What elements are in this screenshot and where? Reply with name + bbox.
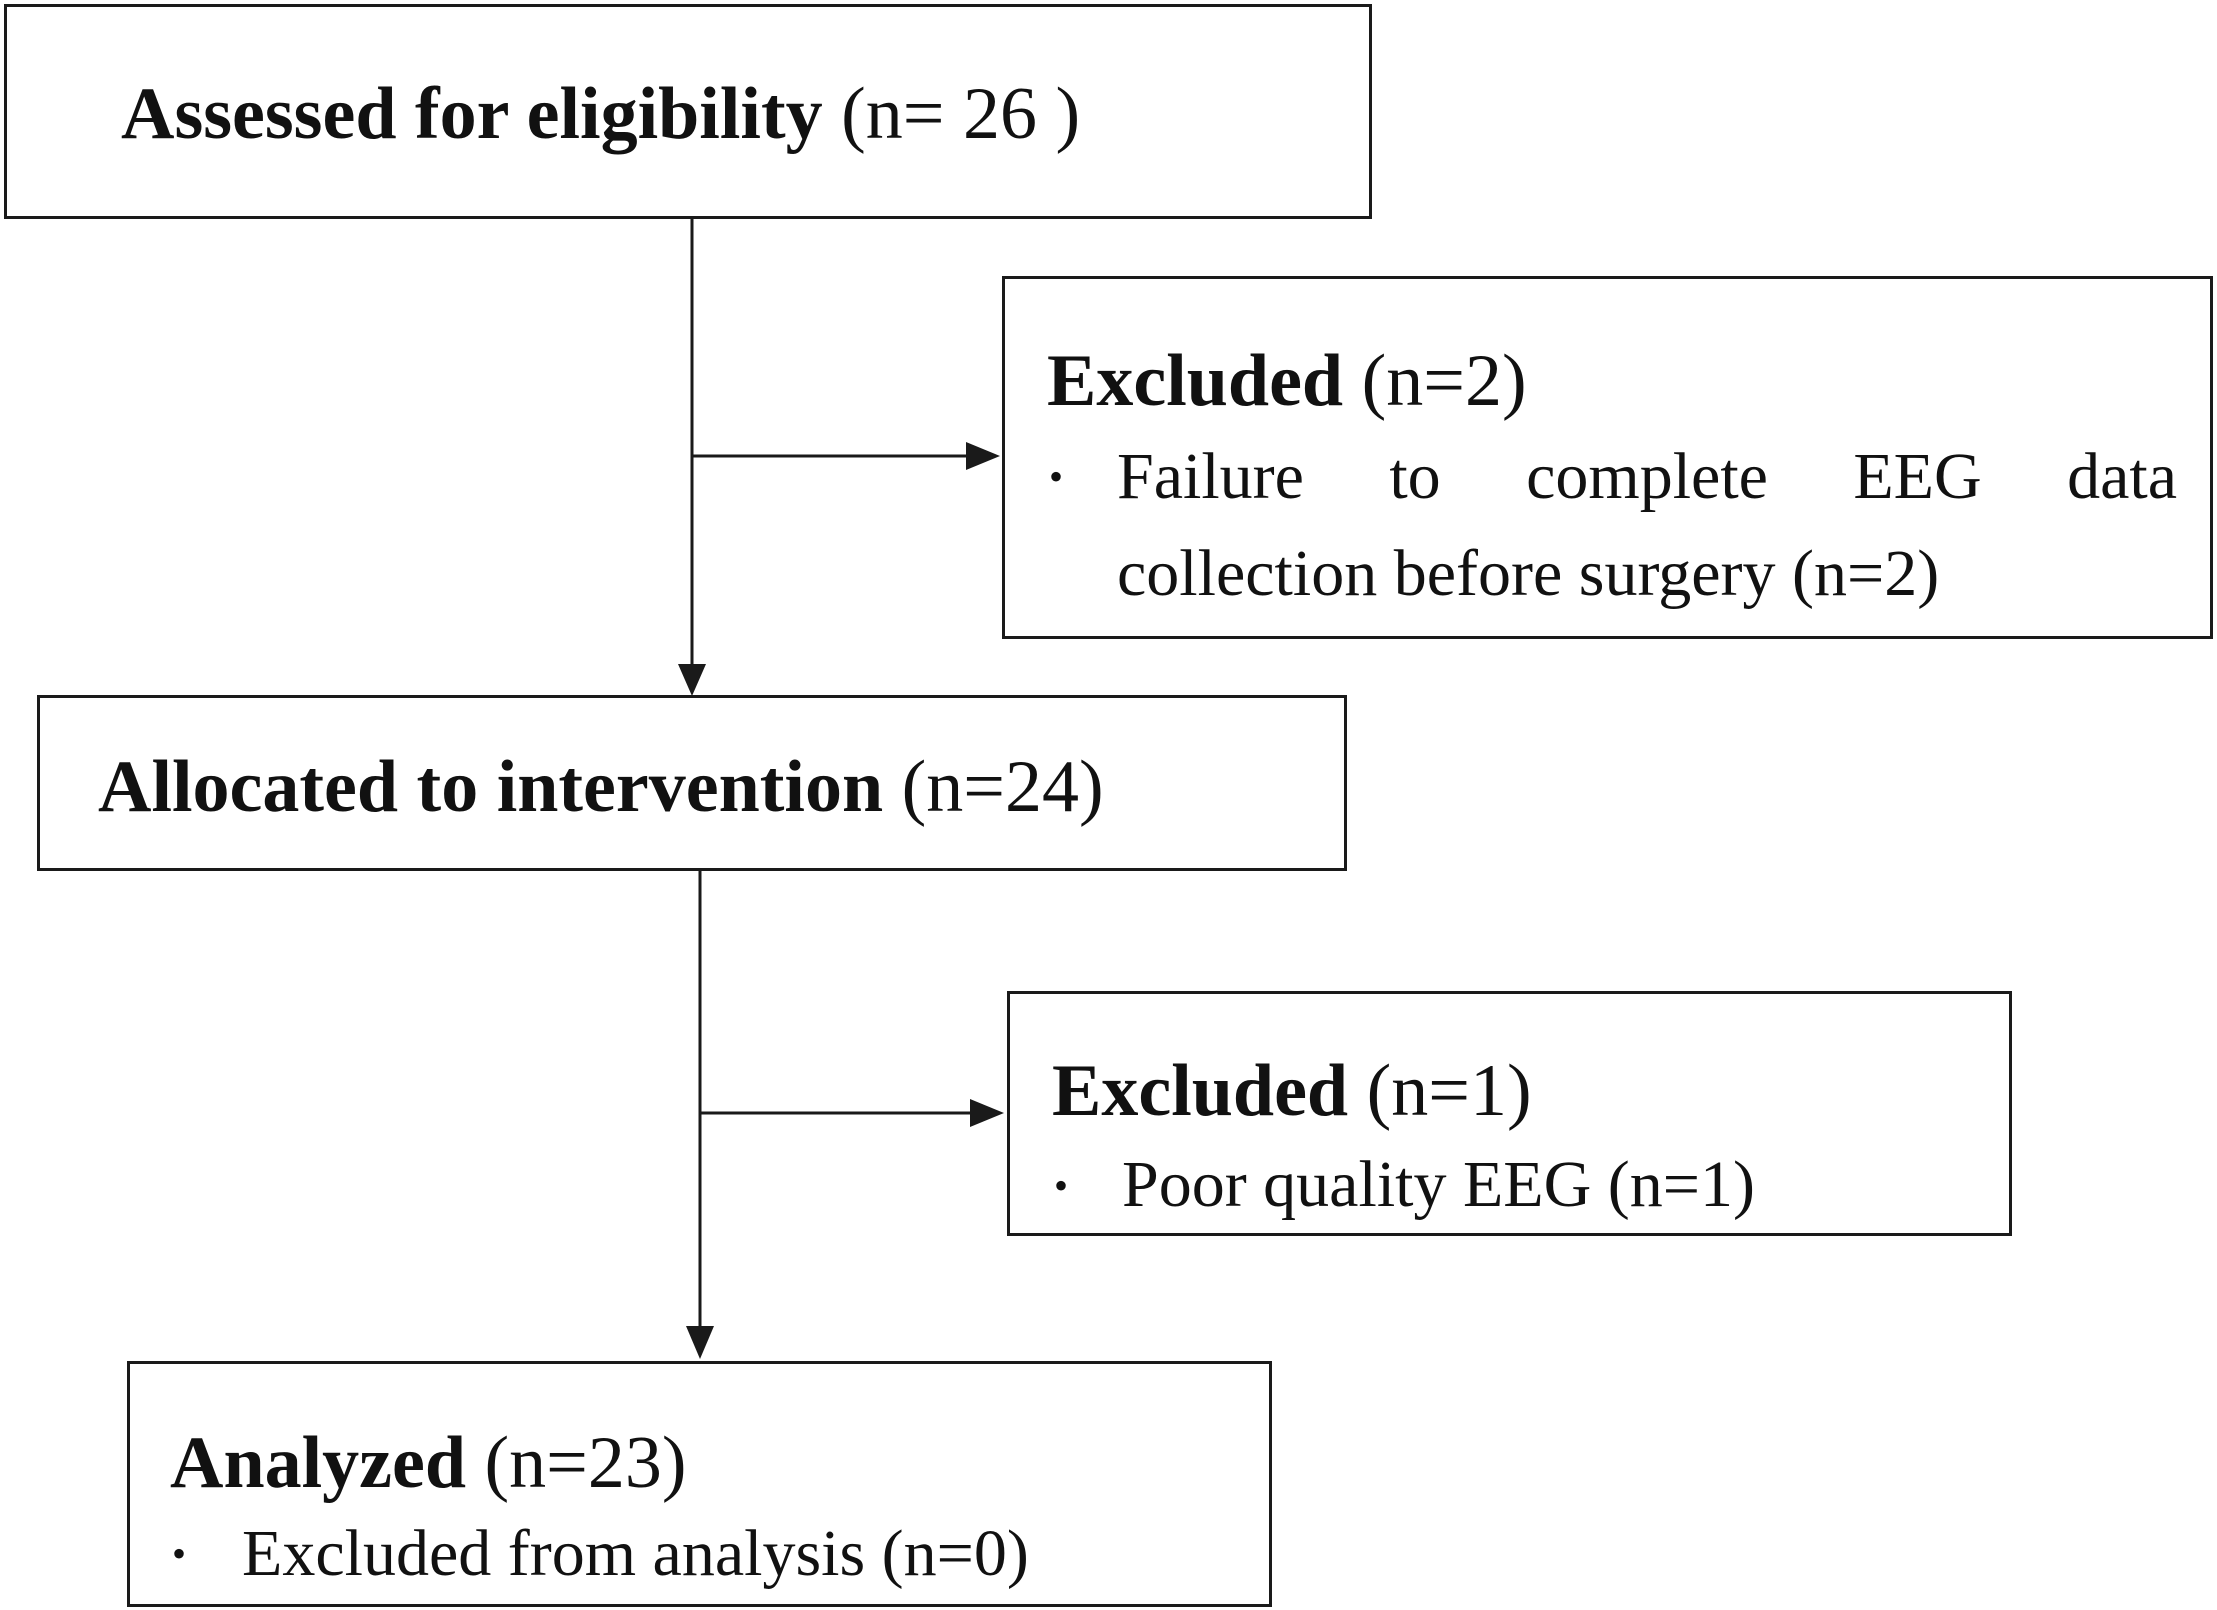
arrowhead-down-2	[686, 1326, 714, 1359]
allocated-count: (n=24)	[901, 746, 1104, 828]
arrowhead-down-1	[678, 664, 706, 696]
excluded-1-heading: Excluded (n=2)	[1047, 344, 1527, 418]
assessed-count: (n= 26 )	[841, 73, 1081, 155]
bullet-icon: •	[1054, 1163, 1069, 1208]
allocated-heading: Allocated to intervention (n=24)	[98, 750, 1104, 824]
excluded-box-2: Excluded (n=1) • Poor quality EEG (n=1)	[1007, 991, 2012, 1236]
excluded-box-1: Excluded (n=2) • Failure to complete EEG…	[1002, 276, 2213, 639]
analyzed-note: Excluded from analysis (n=0)	[242, 1517, 1029, 1590]
analyzed-box: Analyzed (n=23) • Excluded from analysis…	[127, 1361, 1272, 1607]
excluded-2-heading: Excluded (n=1)	[1052, 1054, 1532, 1128]
excluded-1-label: Excluded	[1047, 340, 1344, 422]
arrowhead-right-2	[970, 1099, 1004, 1127]
excluded-2-reason: Poor quality EEG (n=1)	[1122, 1148, 1755, 1221]
analyzed-count: (n=23)	[484, 1422, 687, 1504]
excluded-1-count: (n=2)	[1361, 340, 1527, 422]
excluded-2-label: Excluded	[1052, 1050, 1349, 1132]
assessed-box: Assessed for eligibility (n= 26 )	[4, 4, 1372, 219]
analyzed-heading: Analyzed (n=23)	[170, 1426, 687, 1500]
assessed-heading: Assessed for eligibility (n= 26 )	[121, 77, 1080, 151]
analyzed-label: Analyzed	[170, 1422, 466, 1504]
excluded-2-count: (n=1)	[1366, 1050, 1532, 1132]
arrowhead-right-1	[966, 442, 1000, 470]
bullet-icon: •	[172, 1531, 187, 1576]
bullet-icon: •	[1049, 454, 1064, 499]
excluded-1-reason-line-2: collection before surgery (n=2)	[1117, 537, 1940, 610]
allocated-box: Allocated to intervention (n=24)	[37, 695, 1347, 871]
assessed-label: Assessed for eligibility	[121, 73, 823, 155]
excluded-1-reason-line-1: Failure to complete EEG data	[1117, 440, 2177, 513]
allocated-label: Allocated to intervention	[98, 746, 884, 828]
